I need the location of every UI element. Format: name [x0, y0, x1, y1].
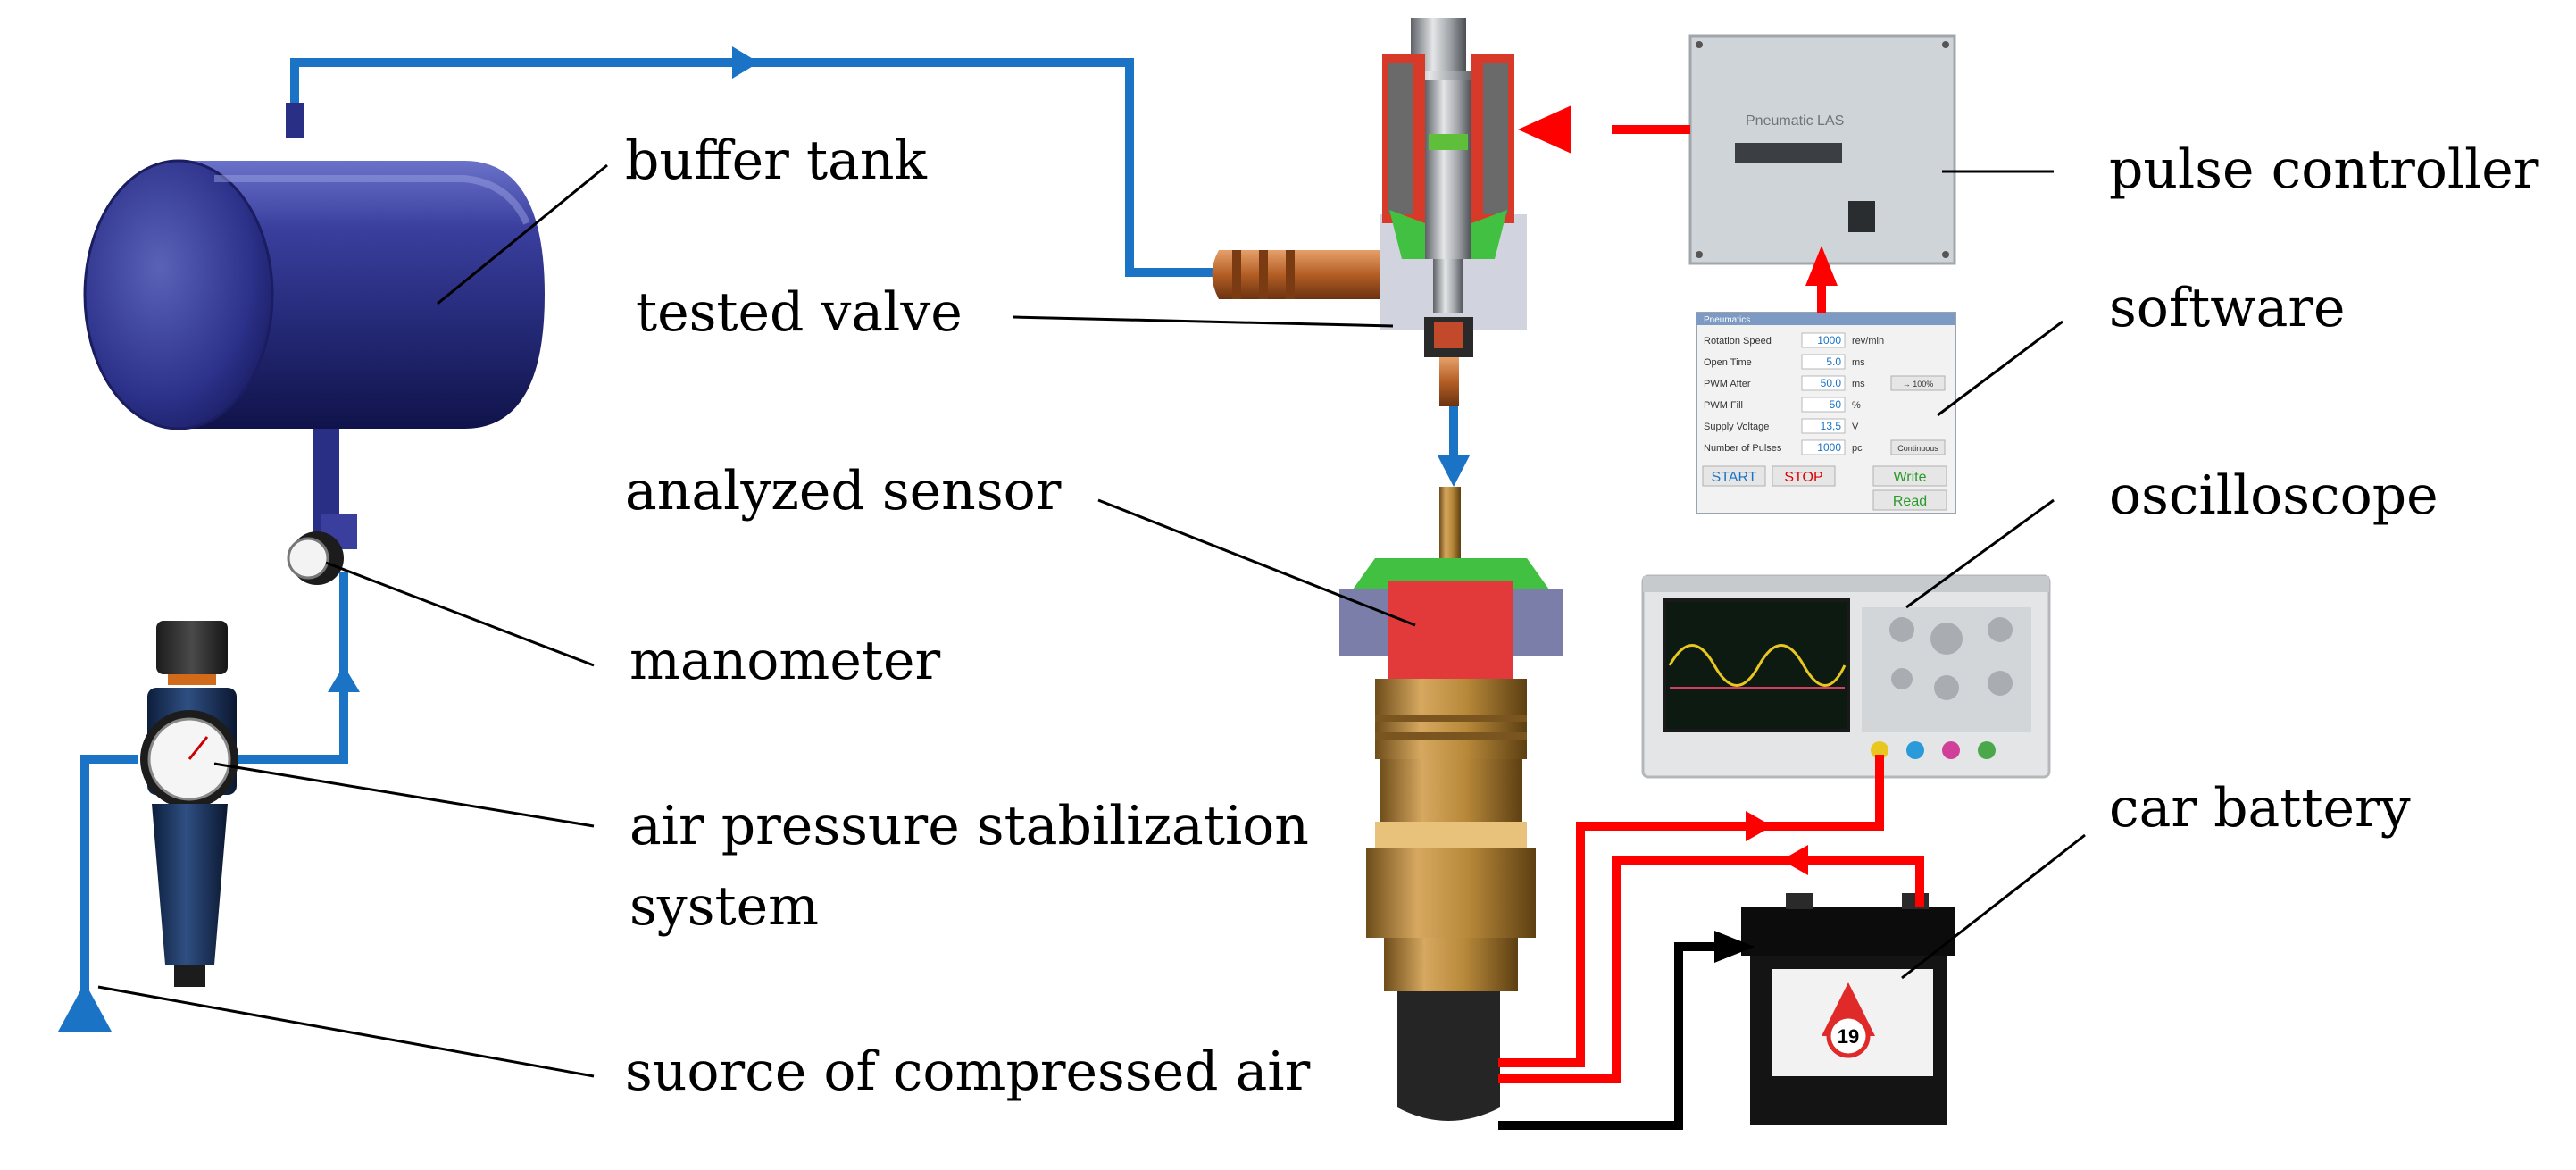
- manometer-gauge: [287, 531, 344, 585]
- leader-lines: [97, 163, 2086, 1078]
- label-tested-valve: tested valve: [636, 281, 963, 344]
- param-action-button[interactable]: [1890, 375, 1946, 391]
- write-button-label: Write: [1893, 470, 1926, 485]
- controller-brand-text: Pneumatic LAS: [1746, 113, 1844, 129]
- param-value-field[interactable]: [1801, 354, 1846, 370]
- air-flow-arrows: [328, 46, 1470, 692]
- ground-line: [1498, 931, 1755, 1130]
- start-button-label: START: [1712, 470, 1757, 485]
- param-unit: rev/min: [1852, 336, 1884, 347]
- param-value: 50.0: [1821, 377, 1842, 389]
- label-analyzed-sensor: analyzed sensor: [625, 460, 1062, 522]
- label-pulse-controller: pulse controller: [2109, 138, 2539, 201]
- power-line: [1498, 125, 1924, 1083]
- arrow-to-oscilloscope: [1746, 811, 1772, 841]
- pulse-controller-box: Pneumatic LAS: [1688, 34, 1956, 265]
- stop-button-label: STOP: [1784, 470, 1822, 485]
- label-car-battery: car battery: [2109, 777, 2411, 840]
- label-compressed-air-source: suorce of compressed air: [625, 1040, 1311, 1103]
- air-pressure-regulator: [140, 621, 238, 987]
- buffer-tank: [83, 103, 545, 563]
- param-action-label: Continuous: [1897, 444, 1938, 453]
- param-action-label: → 100%: [1903, 380, 1934, 389]
- param-value: 5.0: [1826, 355, 1841, 368]
- param-value-field[interactable]: [1801, 439, 1846, 455]
- label-manometer: manometer: [629, 630, 940, 692]
- component-labels: buffer tank tested valve analyzed sensor…: [625, 130, 2539, 1103]
- software-window-title: Pneumatics: [1704, 315, 1750, 325]
- param-unit: V: [1852, 422, 1859, 432]
- param-label: Open Time: [1704, 357, 1752, 368]
- param-value-field[interactable]: [1801, 397, 1846, 413]
- arrow-to-controller: [1805, 246, 1838, 286]
- param-value: 13,5: [1821, 420, 1842, 432]
- power-flow-arrows: [1518, 105, 1838, 875]
- flow-arrow-up: [328, 665, 360, 692]
- analyzed-sensor-assembly: [1339, 487, 1563, 1121]
- param-label: PWM Fill: [1704, 400, 1743, 411]
- write-button[interactable]: Write: [1872, 465, 1947, 487]
- param-action-button[interactable]: [1890, 439, 1946, 455]
- param-value: 50: [1830, 398, 1842, 411]
- param-value: 1000: [1817, 334, 1841, 347]
- label-oscilloscope: oscilloscope: [2109, 464, 2438, 527]
- param-unit: %: [1852, 400, 1861, 411]
- tested-valve-assembly: [1212, 18, 1527, 406]
- flow-arrow-right: [732, 46, 759, 79]
- flow-arrow-down: [1438, 455, 1470, 487]
- param-value-field[interactable]: [1801, 375, 1846, 391]
- battery-badge: 19: [1838, 1025, 1859, 1048]
- car-battery: 19: [1741, 893, 1955, 1125]
- oscilloscope-device: [1641, 574, 2051, 779]
- arrow-to-valve: [1518, 105, 1571, 154]
- stop-button[interactable]: STOP: [1772, 465, 1836, 487]
- label-air-pressure-line1: air pressure stabilization: [629, 795, 1309, 857]
- param-label: Number of Pulses: [1704, 443, 1782, 454]
- label-software: software: [2109, 277, 2346, 339]
- param-unit: pc: [1852, 443, 1863, 454]
- param-label: Supply Voltage: [1704, 422, 1769, 432]
- arrow-from-battery: [1781, 845, 1808, 875]
- param-value-field[interactable]: [1801, 332, 1846, 348]
- air-line: [80, 58, 1458, 1009]
- start-button[interactable]: START: [1702, 465, 1766, 487]
- label-buffer-tank: buffer tank: [625, 130, 927, 192]
- param-label: PWM After: [1704, 379, 1751, 389]
- param-unit: ms: [1852, 357, 1865, 368]
- label-air-pressure-line2: system: [629, 875, 819, 938]
- compressed-air-source-symbol: [58, 982, 112, 1032]
- param-label: Rotation Speed: [1704, 336, 1772, 347]
- param-value: 1000: [1817, 441, 1841, 454]
- read-button-label: Read: [1893, 494, 1927, 509]
- software-window: Pneumatics Rotation Speed 1000 rev/minOpen…: [1696, 312, 1956, 514]
- param-value-field[interactable]: [1801, 418, 1846, 434]
- param-unit: ms: [1852, 379, 1865, 389]
- read-button[interactable]: Read: [1872, 489, 1947, 511]
